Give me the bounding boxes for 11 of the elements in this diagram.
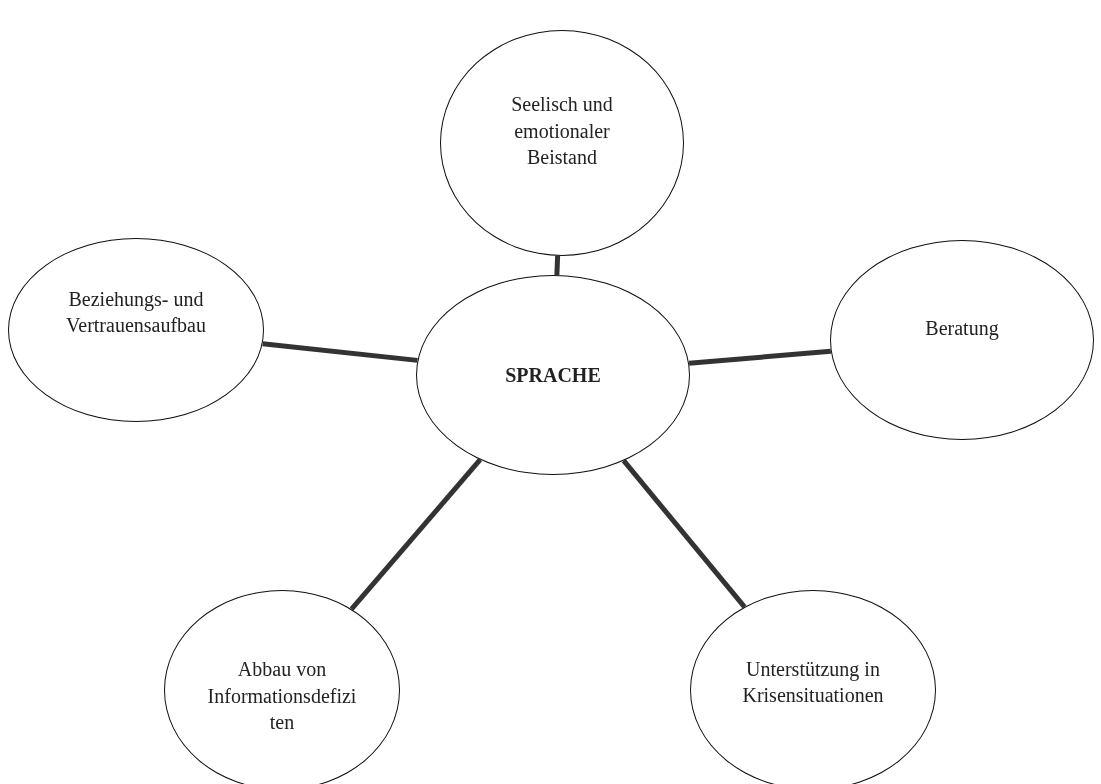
connector-line — [349, 458, 483, 611]
topic-label: Beziehungs- und Vertrauensaufbau — [65, 286, 207, 338]
connector-line — [688, 348, 832, 366]
topic-label: Unterstützung in Krisensituationen — [741, 656, 885, 708]
connector-line — [554, 255, 561, 276]
topic-label: Abbau von Informationsdefizi ten — [206, 657, 358, 736]
connector-line — [621, 459, 747, 609]
topic-label: Beratung — [924, 315, 1000, 342]
connector-line — [262, 341, 418, 363]
central-topic-label: SPRACHE — [504, 362, 602, 388]
topic-label: Seelisch und emotionaler Beistand — [510, 92, 614, 171]
